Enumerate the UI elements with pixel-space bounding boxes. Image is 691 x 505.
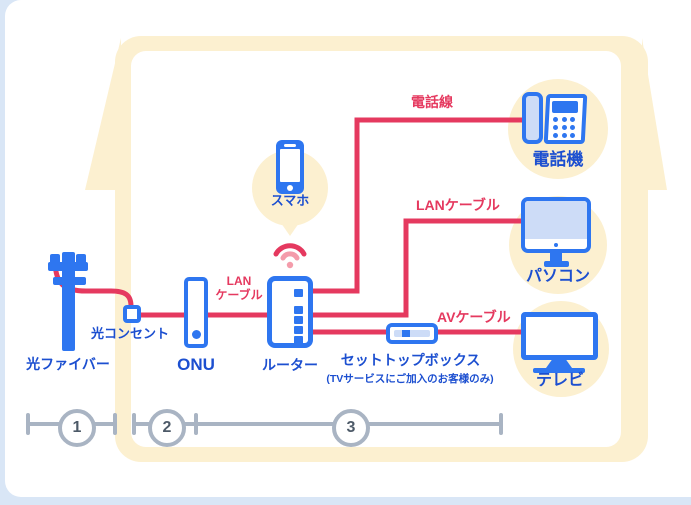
pc-logo-dot [554,243,558,247]
set-top-box-label: セットトップボックス [340,352,481,368]
tv-label: テレビ [535,372,584,389]
tv-base [533,368,585,373]
smartphone-home-button [287,185,293,191]
tv-icon [521,312,598,360]
av-cable-label: AVケーブル [437,309,511,325]
lan-cable-line [307,218,525,318]
onu-icon [184,277,208,348]
onu-label: ONU [177,355,215,374]
set-top-box-note: (TVサービスにご加入のお客様のみ) [326,373,494,385]
pole-crossarm-bottom [53,277,86,285]
pc-base [544,261,569,267]
step-circle-2: 2 [148,409,186,447]
pc-stand [550,253,562,261]
set-top-box-led [402,330,410,337]
optical-outlet-label: 光コンセント [90,326,169,341]
utility-pole-icon [62,252,75,351]
onu-led [192,330,201,339]
router-led [294,336,303,344]
smartphone-speaker [284,144,296,147]
smartphone-bubble-tail [281,223,299,236]
step-circle-1: 1 [58,409,96,447]
wifi-icon [273,243,307,269]
smartphone-label: スマホ [270,193,310,208]
smartphone-screen [280,149,300,182]
telephone-keypad [553,117,576,138]
tv-stand [546,360,572,368]
router-led [294,316,303,324]
pole-crossarm-top [48,262,88,271]
lan-cable-short-label: LAN ケーブル [215,274,263,302]
router-led [294,326,303,334]
pc-screen [525,201,587,239]
lan-cable-label: LANケーブル [416,197,500,213]
phone-cable-line [307,117,525,294]
router-led [294,306,303,314]
router-label: ルーター [262,357,318,373]
telephone-label: 電話機 [532,150,584,169]
router-led [294,289,303,297]
router-icon [267,276,313,348]
set-top-box-slot [394,330,430,337]
optical-outlet-icon [123,305,141,323]
telephone-handset [522,92,543,144]
step-circle-3: 3 [332,409,370,447]
telephone-display [552,101,578,113]
fiber-label: 光ファイバー [26,356,110,372]
phone-cable-label: 電話線 [411,94,453,110]
pc-label: パソコン [525,268,590,285]
